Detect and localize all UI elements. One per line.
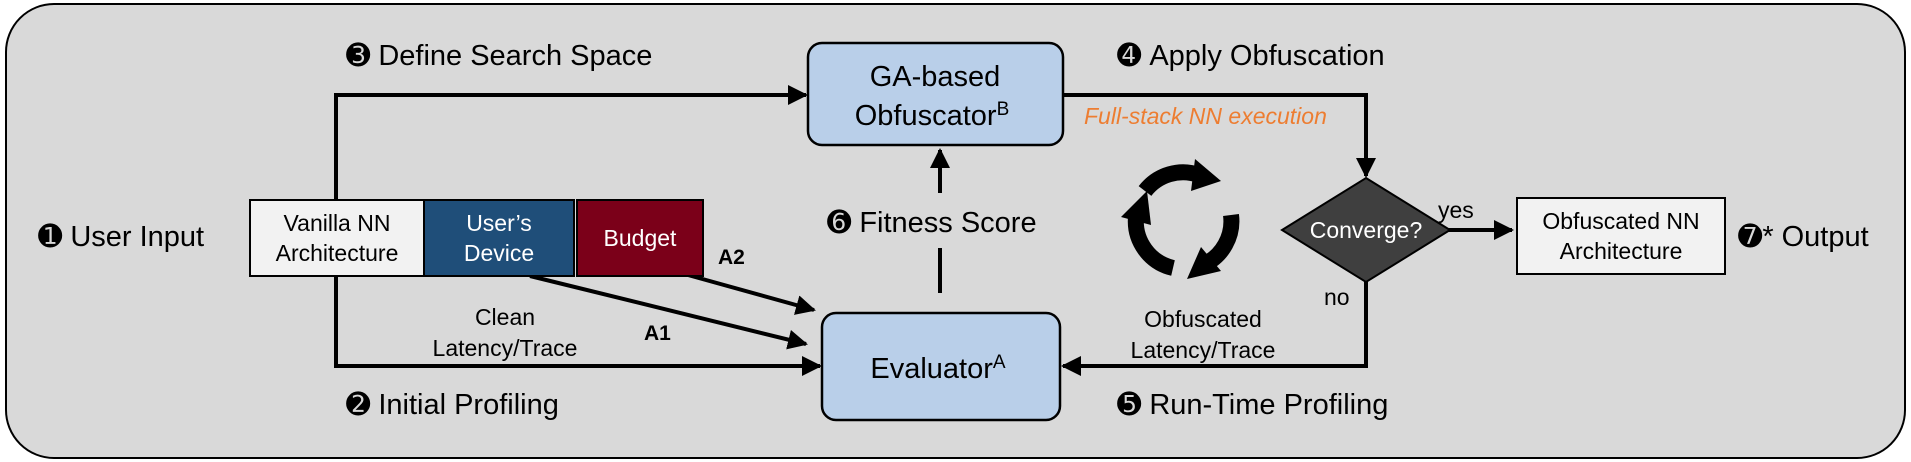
step-output: ➐*Output: [1738, 221, 1869, 253]
no-label: no: [1324, 284, 1350, 310]
arrow-run-time-profiling: [1061, 282, 1368, 376]
ga-line1: GA-based: [870, 61, 1001, 93]
arrow-apply-obfuscation: [1064, 93, 1376, 178]
arrow-a1: [529, 274, 808, 350]
output-line2: Architecture: [1560, 238, 1683, 264]
device-line2: Device: [464, 240, 534, 266]
yes-label: yes: [1438, 197, 1474, 223]
output-box: [1516, 197, 1726, 275]
evaluator-superscript: A: [993, 352, 1006, 373]
ga-obfuscator-node: [806, 41, 1065, 147]
ga-line2: ObfuscatorB: [855, 99, 1010, 132]
output-line1: Obfuscated NN: [1542, 208, 1699, 234]
evaluator-label: EvaluatorA: [870, 352, 1006, 385]
a1-label: A1: [644, 322, 671, 345]
cycle-icon: [1121, 159, 1240, 279]
clean-line2: Latency/Trace: [433, 335, 578, 361]
budget-label: Budget: [604, 225, 678, 251]
ga-superscript: B: [997, 99, 1010, 120]
arrow-initial-profiling: [334, 277, 822, 376]
panel-background: [5, 3, 1906, 459]
converge-label: Converge?: [1310, 217, 1423, 243]
arrow-a2: [687, 273, 816, 315]
vanilla-line2: Architecture: [276, 240, 399, 266]
clean-line1: Clean: [475, 304, 535, 330]
connectors: [334, 85, 1514, 376]
full-stack-label: Full-stack NN execution: [1084, 103, 1327, 129]
vanilla-nn-box: [249, 199, 425, 277]
obf-line1: Obfuscated: [1144, 306, 1262, 332]
a2-label: A2: [718, 246, 745, 269]
input-group: Vanilla NN Architecture User’s Device Bu…: [249, 199, 704, 277]
converge-diamond: [1280, 176, 1452, 284]
evaluator-node: [820, 311, 1062, 422]
obf-line2: Latency/Trace: [1131, 337, 1276, 363]
users-device-box: [423, 199, 575, 277]
arrow-define-search-space: [334, 85, 808, 200]
budget-box: [576, 199, 704, 277]
vanilla-line1: Vanilla NN: [284, 210, 391, 236]
device-line1: User’s: [466, 210, 532, 236]
